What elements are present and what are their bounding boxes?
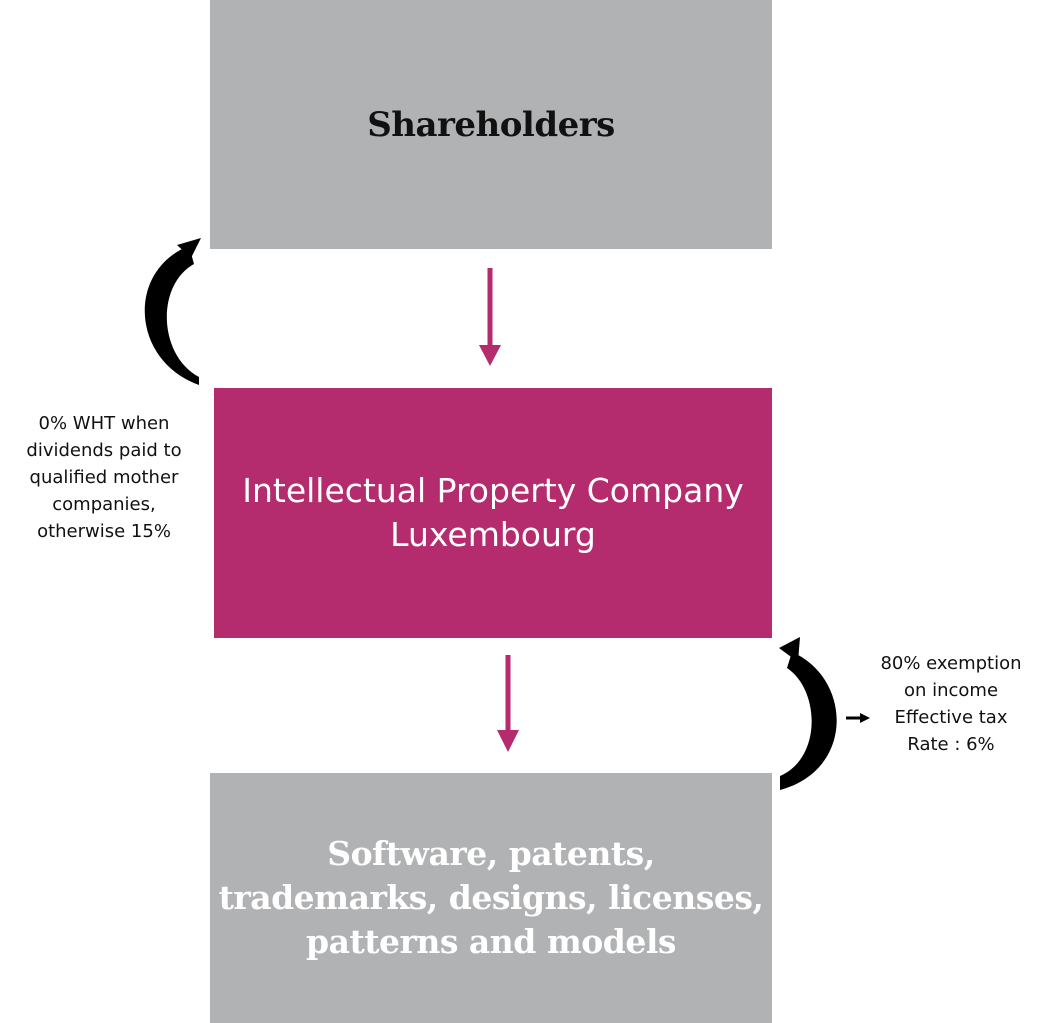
- assets-label: Software, patents, trademarks, designs, …: [218, 834, 764, 961]
- ip-company-node: Intellectual Property Company Luxembourg: [214, 388, 772, 638]
- shareholders-node: Shareholders: [210, 0, 772, 249]
- dividend-wht-note: 0% WHT when dividends paid to qualified …: [26, 413, 182, 542]
- shareholders-label: Shareholders: [367, 104, 615, 145]
- ip-company-label: Intellectual Property Company Luxembourg: [242, 471, 744, 554]
- arrow-down-icon: [479, 268, 501, 366]
- curved-arrow-icon: [779, 637, 837, 790]
- curved-arrow-icon: [144, 238, 201, 385]
- income-exemption-note: 80% exemption on income Effective tax Ra…: [880, 653, 1022, 755]
- arrow-down-icon: [497, 655, 519, 752]
- arrow-right-icon: [846, 713, 870, 723]
- assets-node: Software, patents, trademarks, designs, …: [210, 773, 772, 1023]
